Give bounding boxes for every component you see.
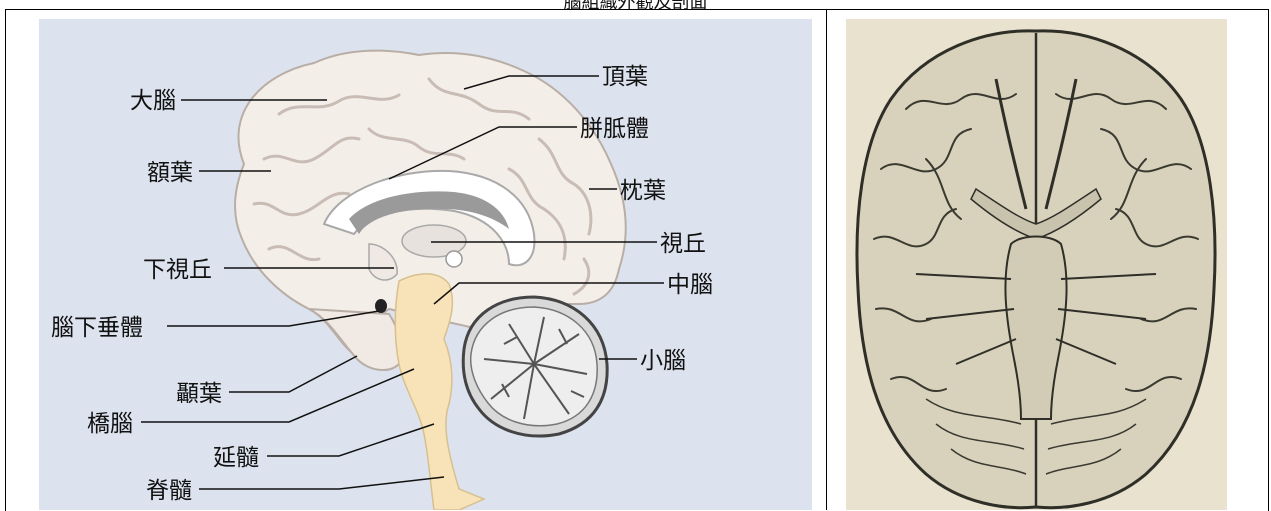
label-thalamus: 視丘 xyxy=(660,231,706,257)
column-divider xyxy=(826,9,827,510)
inferior-brain-engraving xyxy=(846,19,1227,510)
sagittal-brain-diagram: 大腦 額葉 下視丘 腦下垂體 顳葉 橋腦 延髓 脊髓 頂葉 胼胝體 枕葉 視丘 … xyxy=(39,19,812,510)
label-frontal-lobe: 額葉 xyxy=(147,160,193,186)
label-hypothalamus: 下視丘 xyxy=(143,257,212,283)
cerebellum-shape xyxy=(463,297,607,436)
label-cerebrum: 大腦 xyxy=(130,88,176,114)
label-parietal-lobe: 頂葉 xyxy=(602,64,648,90)
label-occipital-lobe: 枕葉 xyxy=(620,178,666,204)
label-medulla: 延髓 xyxy=(213,445,259,471)
label-cerebellum: 小腦 xyxy=(640,348,686,374)
label-pituitary: 腦下垂體 xyxy=(51,315,143,341)
pineal-area xyxy=(446,251,462,267)
label-pons: 橋腦 xyxy=(87,411,133,437)
label-corpus-callosum: 胼胝體 xyxy=(580,116,649,142)
label-temporal-lobe: 顳葉 xyxy=(176,381,222,407)
label-midbrain: 中腦 xyxy=(667,272,713,298)
label-spinal-cord: 脊髓 xyxy=(146,478,192,504)
engraving-brain xyxy=(857,31,1215,508)
figure-caption: 腦組織外觀及剖面 xyxy=(0,0,1271,8)
